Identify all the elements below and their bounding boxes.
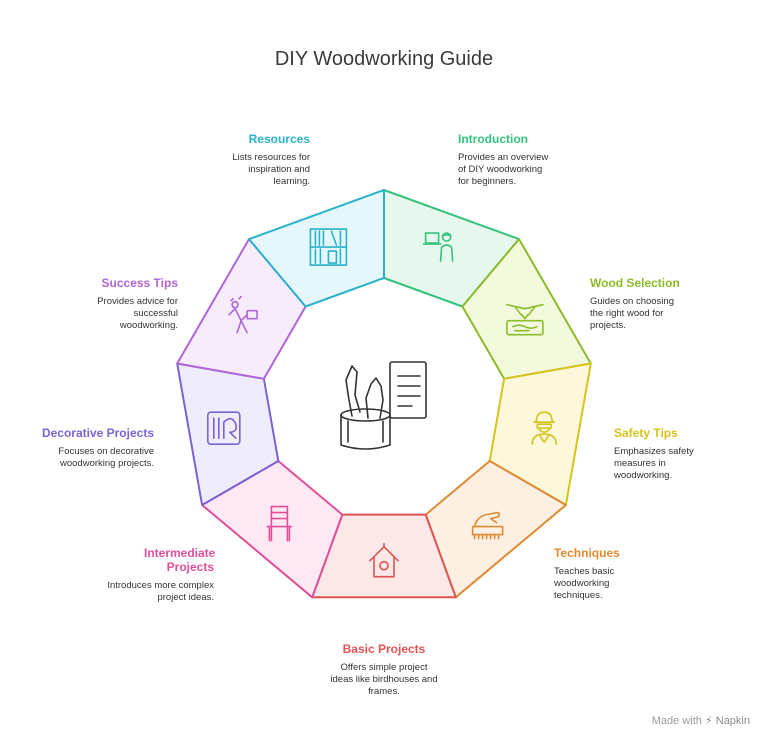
label-heading: Success Tips <box>101 276 179 290</box>
safety-worker-icon <box>531 411 558 446</box>
label-description: Lists resources for inspiration and lear… <box>232 152 310 187</box>
label-description: Introduces more complex project ideas. <box>107 580 214 603</box>
napkin-credit: Made with ⚡ Napkin <box>651 715 750 727</box>
label-description: Provides advice for successful woodworki… <box>97 296 178 331</box>
label-description: Guides on choosing the right wood for pr… <box>590 296 674 331</box>
label-heading: Techniques <box>554 546 620 560</box>
label-description: Provides an overview of DIY woodworking … <box>458 152 549 187</box>
page-title: DIY Woodworking Guide <box>274 48 494 70</box>
label-description: Offers simple project ideas like birdhou… <box>330 662 438 697</box>
label-heading: Decorative Projects <box>41 426 154 440</box>
ornament-panel-icon <box>207 411 241 446</box>
segment-resources <box>248 189 385 308</box>
worker-laptop-icon <box>422 232 454 262</box>
label-description: Teaches basic woodworking techniques. <box>554 566 615 601</box>
label-heading: Introduction <box>458 132 528 146</box>
bookshelf-icon <box>309 228 348 266</box>
label-heading: Safety Tips <box>614 426 678 440</box>
chair-icon <box>266 505 293 542</box>
napkin-logo-icon: ⚡ <box>704 715 713 727</box>
hand-saw-icon <box>471 511 504 540</box>
birdhouse-icon <box>369 542 399 578</box>
label-heading: Resources <box>248 132 310 146</box>
label-description: Focuses on decorative woodworking projec… <box>58 446 154 469</box>
celebrating-person-icon <box>228 295 258 334</box>
label-heading: Wood Selection <box>590 276 680 290</box>
label-heading: Basic Projects <box>342 642 426 656</box>
label-heading: Intermediate Projects <box>144 546 216 574</box>
label-description: Emphasizes safety measures in woodworkin… <box>614 446 694 481</box>
center-tools-icon <box>340 361 427 450</box>
wood-plank-icon <box>506 303 544 336</box>
